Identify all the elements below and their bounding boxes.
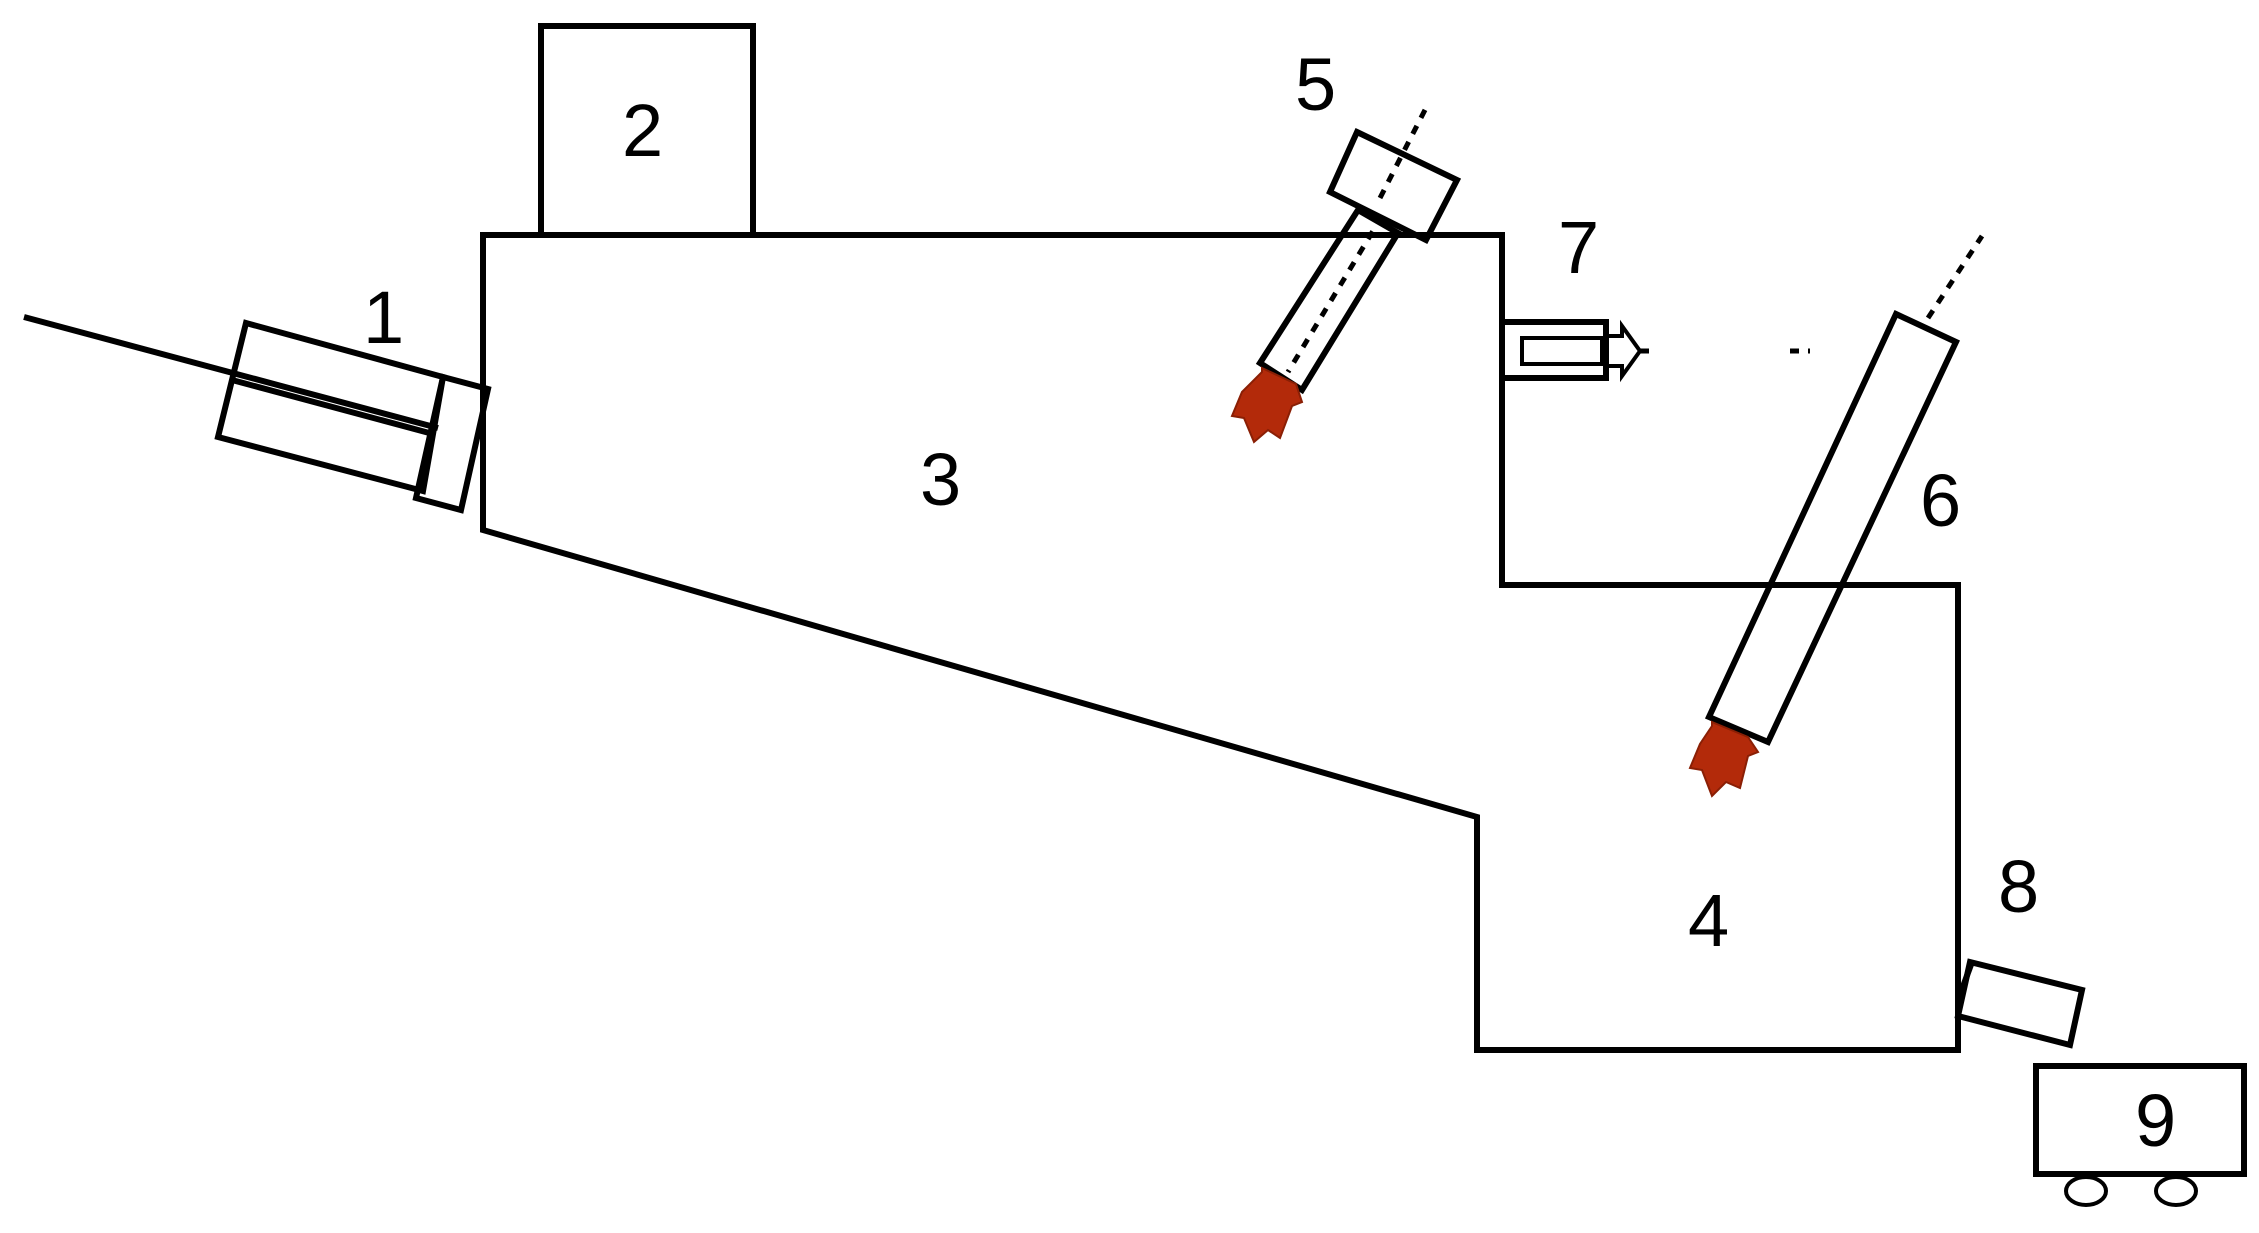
burner-5-tube <box>1255 205 1403 395</box>
spout-8 <box>1954 958 2086 1049</box>
lance-6-flame <box>1688 720 1760 798</box>
outlet-7-inner <box>1520 336 1604 366</box>
label-2: 2 <box>622 89 663 172</box>
label-7: 7 <box>1558 206 1599 289</box>
label-9: 9 <box>2135 1079 2176 1162</box>
cart-9-wheel-left <box>2064 1175 2108 1207</box>
label-3: 3 <box>920 438 961 521</box>
burner-5-flame <box>1230 366 1304 444</box>
feeder-body <box>214 319 447 495</box>
label-4: 4 <box>1688 879 1729 962</box>
feeder-1 <box>23 314 492 514</box>
burner-5 <box>1230 102 1462 444</box>
outlet-7-arrow <box>1606 319 1643 383</box>
furnace-outline <box>480 232 1961 1053</box>
lance-6 <box>1688 234 1985 798</box>
spout-8-body <box>1954 958 2086 1049</box>
feeder-end-plate <box>412 373 492 514</box>
burner-5-housing <box>1326 127 1462 245</box>
lance-6-tube <box>1704 310 1960 746</box>
label-1: 1 <box>363 276 404 359</box>
spout-8-joint <box>1955 960 1975 1002</box>
box-2 <box>538 23 756 238</box>
outlet-7-pipe <box>1499 319 1609 381</box>
cart-9-body <box>2033 1063 2247 1177</box>
outlet-7 <box>1499 319 1810 383</box>
label-8: 8 <box>1998 845 2039 928</box>
cart-9 <box>2033 1063 2247 1207</box>
burner-5-axis <box>1285 214 1385 374</box>
label-5: 5 <box>1295 43 1336 126</box>
label-6: 6 <box>1920 459 1961 542</box>
cart-9-wheel-right <box>2154 1175 2198 1207</box>
feeder-shaft-inner <box>231 377 434 437</box>
burner-5-axis-ext <box>1377 102 1431 200</box>
lance-6-axis-ext <box>1925 234 1985 320</box>
